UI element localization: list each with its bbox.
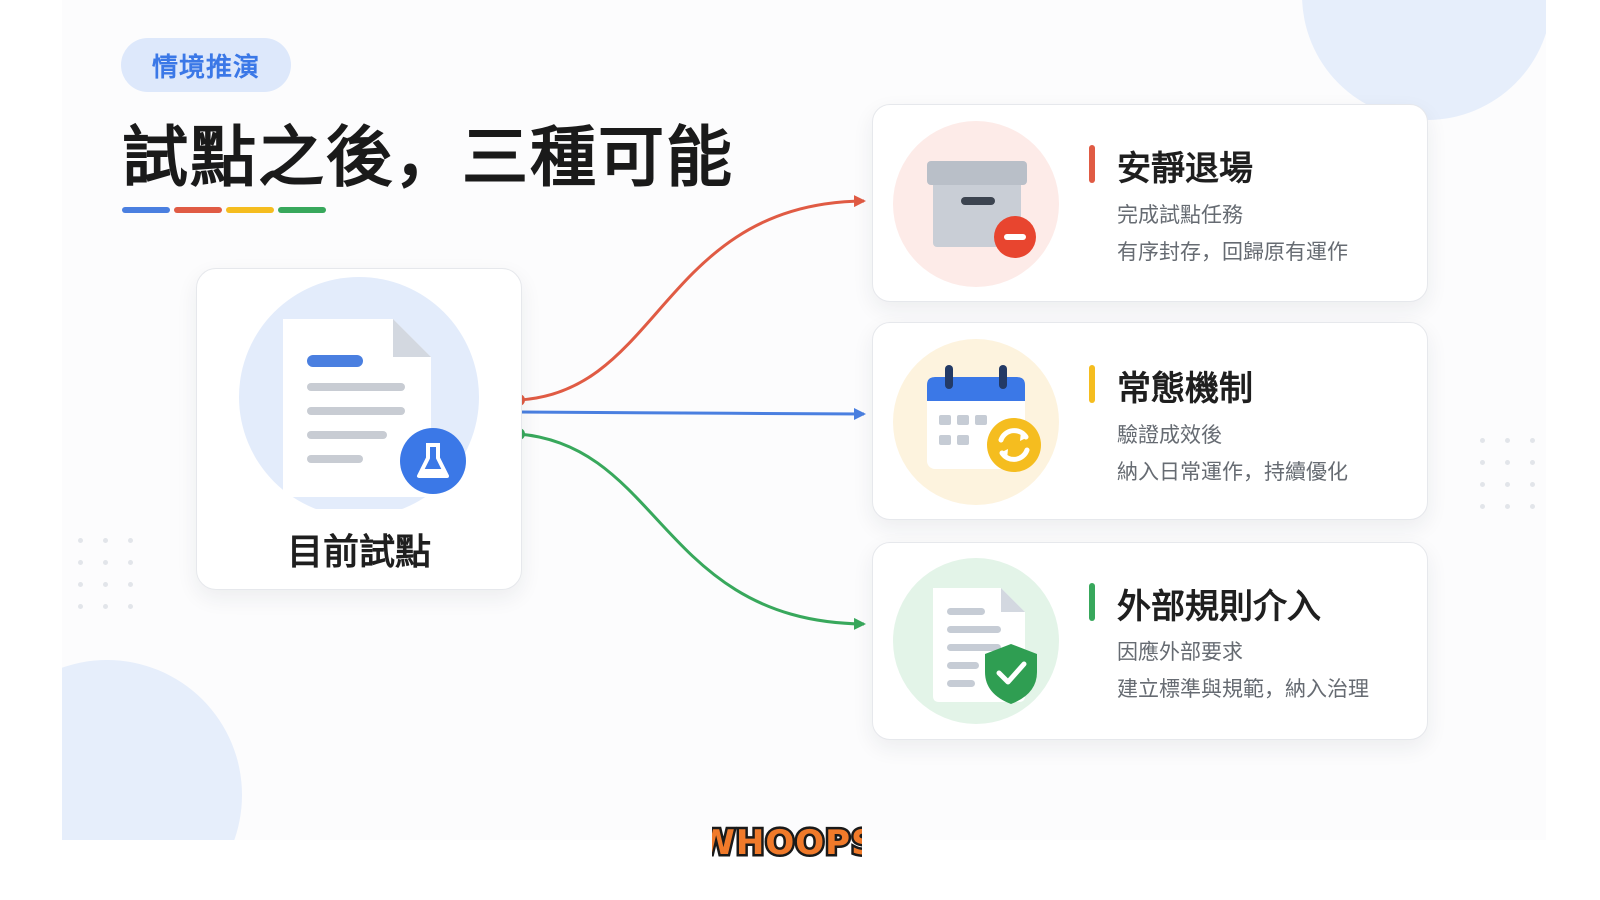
whoops-logo: WHOOPS (712, 821, 862, 865)
slide-title: 試點之後，三種可能 (122, 119, 734, 196)
accent-bar-green (1089, 583, 1095, 621)
arrow-to-external-rules (518, 432, 866, 630)
decorative-dot-grid-left (78, 538, 133, 609)
outcome-card-quiet-exit: 安靜退場 完成試點任務 有序封存，回歸原有運作 (872, 104, 1428, 302)
outcome-line-2: 建立標準與規範，納入治理 (1117, 677, 1369, 701)
slide-canvas: 情境推演 試點之後，三種可能 (62, 0, 1546, 840)
outcome-line-1: 完成試點任務 (1117, 203, 1243, 227)
outcome-line-2: 納入日常運作，持續優化 (1117, 460, 1348, 484)
title-color-underline (122, 207, 326, 213)
outcome-line-2: 有序封存，回歸原有運作 (1117, 240, 1348, 264)
calendar-refresh-icon (893, 339, 1059, 505)
accent-bar-red (1089, 145, 1095, 183)
accent-bar-yellow (1089, 365, 1095, 403)
document-with-flask-icon (239, 277, 479, 509)
outcome-line-1: 驗證成效後 (1117, 423, 1222, 447)
arrow-to-quiet-exit (518, 195, 866, 402)
decorative-dot-grid-right (1480, 438, 1535, 509)
outcome-card-routine-mechanism: 常態機制 驗證成效後 納入日常運作，持續優化 (872, 322, 1428, 520)
current-pilot-label: 目前試點 (286, 532, 431, 573)
archive-box-minus-icon (893, 121, 1059, 287)
outcome-line-1: 因應外部要求 (1117, 640, 1243, 664)
connector-arrows (513, 195, 866, 630)
section-tag: 情境推演 (121, 38, 291, 92)
current-pilot-card: 目前試點 (196, 268, 522, 590)
arrow-to-routine-mechanism (518, 407, 866, 420)
outcome-title: 外部規則介入 (1117, 587, 1321, 627)
outcome-title: 安靜退場 (1117, 149, 1253, 189)
document-shield-check-icon (893, 558, 1059, 724)
svg-text:WHOOPS: WHOOPS (712, 823, 862, 863)
outcome-title: 常態機制 (1117, 369, 1253, 409)
outcome-card-external-rules: 外部規則介入 因應外部要求 建立標準與規範，納入治理 (872, 542, 1428, 740)
